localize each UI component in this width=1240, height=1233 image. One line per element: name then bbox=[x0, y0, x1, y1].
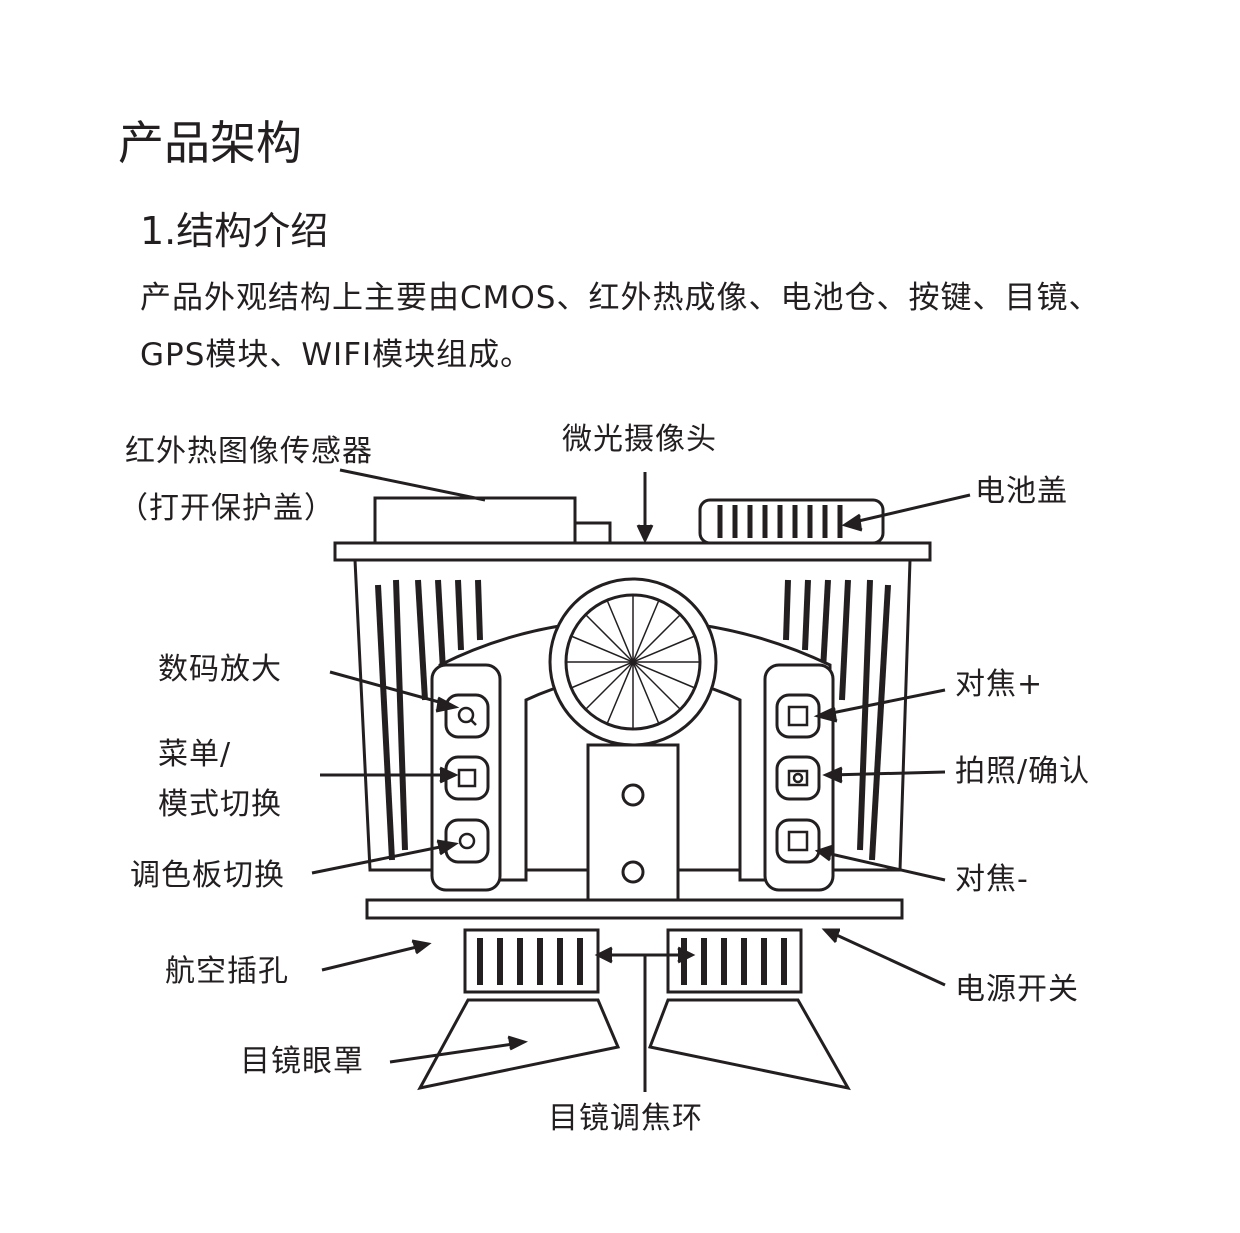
right-grille bbox=[783, 579, 891, 861]
battery-cover bbox=[698, 498, 885, 545]
label-menu-line2: 模式切换 bbox=[158, 787, 282, 822]
bottom-plate bbox=[365, 898, 904, 920]
grid-icon bbox=[457, 768, 477, 788]
photo-confirm-button[interactable] bbox=[775, 755, 821, 801]
label-battery-cover: 电池盖 bbox=[975, 474, 1068, 509]
label-palette-switch: 调色板切换 bbox=[130, 858, 285, 893]
thermal-sensor-cover bbox=[373, 496, 612, 545]
camera-icon bbox=[787, 769, 809, 787]
label-thermal-sensor: 红外热图像传感器 bbox=[125, 434, 373, 469]
label-aviation-jack: 航空插孔 bbox=[165, 954, 289, 989]
left-eyepiece-ring bbox=[463, 928, 600, 994]
intro-line-1: 产品外观结构上主要由CMOS、红外热成像、电池仓、按键、目镜、 bbox=[140, 280, 1101, 316]
menu-button[interactable] bbox=[444, 755, 490, 801]
focus-minus-button[interactable] bbox=[775, 818, 821, 864]
right-eyecup bbox=[647, 998, 851, 1091]
focus-plus-button[interactable] bbox=[775, 693, 821, 739]
magnifier-icon bbox=[457, 706, 475, 724]
label-digital-zoom: 数码放大 bbox=[158, 652, 282, 687]
leader-arrows bbox=[311, 468, 971, 1092]
digital-zoom-button[interactable] bbox=[444, 693, 490, 739]
label-focus-minus: 对焦- bbox=[955, 862, 1029, 897]
focus-plus-icon bbox=[787, 705, 809, 727]
palette-button[interactable] bbox=[444, 818, 490, 864]
right-eyepiece-ring bbox=[666, 928, 803, 994]
page-title: 产品架构 bbox=[118, 116, 302, 170]
top-plate bbox=[333, 541, 932, 562]
label-eyepiece-focus-ring: 目镜调焦环 bbox=[548, 1101, 703, 1136]
intro-line-2: GPS模块、WIFI模块组成。 bbox=[140, 337, 533, 373]
left-grille bbox=[375, 579, 483, 861]
palette-icon bbox=[458, 832, 476, 850]
label-lowlight-camera: 微光摄像头 bbox=[562, 422, 717, 457]
lowlight-camera-lens bbox=[548, 577, 718, 747]
label-power-switch: 电源开关 bbox=[955, 972, 1079, 1007]
focus-minus-icon bbox=[787, 830, 809, 852]
label-focus-plus: 对焦+ bbox=[955, 667, 1044, 702]
label-photo-confirm: 拍照/确认 bbox=[955, 754, 1091, 789]
center-module bbox=[586, 743, 680, 902]
section-heading: 1.结构介绍 bbox=[140, 209, 329, 253]
label-menu-line1: 菜单/ bbox=[158, 737, 232, 772]
label-eyecup: 目镜眼罩 bbox=[240, 1044, 364, 1079]
label-thermal-sensor-note: （打开保护盖） bbox=[118, 491, 335, 526]
